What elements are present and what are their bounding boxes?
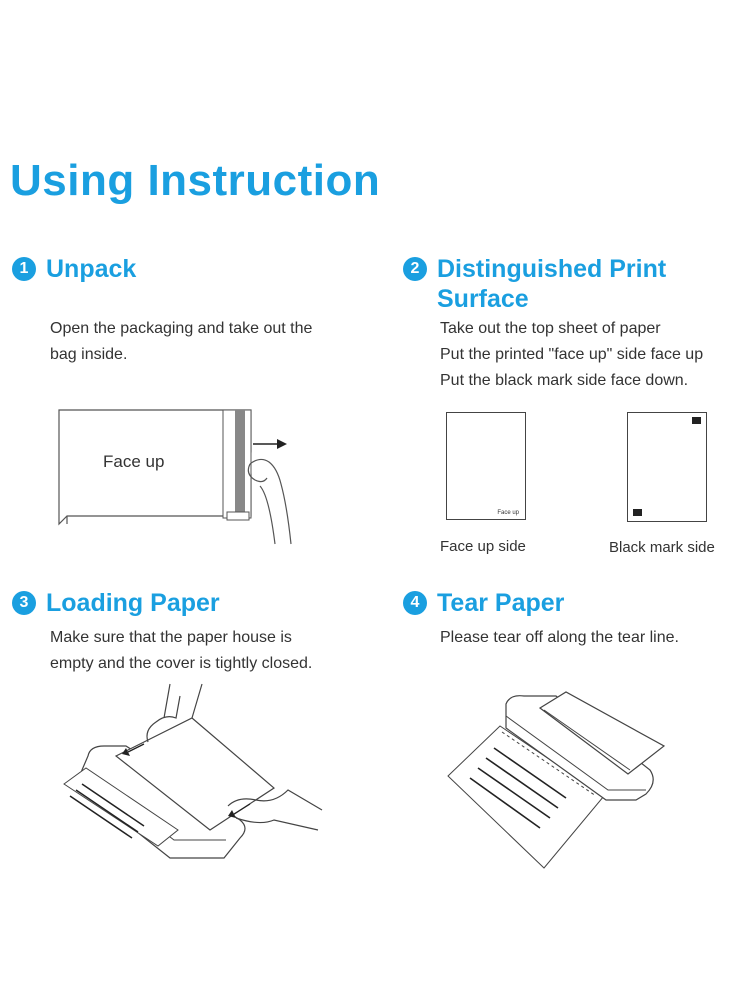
left-hand-icon	[146, 683, 203, 743]
black-mark-sheet	[627, 412, 707, 522]
tear-paper-illustration	[440, 688, 670, 873]
printer-loading-icon	[63, 683, 323, 859]
right-hand-icon	[227, 789, 323, 831]
step-2-line-3: Put the black mark side face down.	[440, 372, 689, 389]
page-title: Using Instruction	[10, 156, 381, 205]
step-1-header: 1 Unpack	[12, 254, 136, 284]
hand-icon	[247, 458, 292, 545]
step-4: 4 Tear Paper	[403, 588, 564, 618]
step-3-number-badge: 3	[12, 591, 36, 615]
printer-tearing-icon	[447, 691, 666, 869]
loading-paper-illustration	[60, 680, 330, 865]
step-2-title-line-1: Distinguished Print	[437, 255, 667, 283]
bag-tear-strip	[235, 410, 245, 518]
step-4-title: Tear Paper	[437, 589, 565, 617]
step-2-line-1: Take out the top sheet of paper	[440, 320, 661, 337]
step-3-description: Make sure that the paper house is empty …	[50, 625, 312, 677]
insert-arrow-icon	[127, 743, 145, 753]
step-3: 3 Loading Paper	[12, 588, 220, 618]
black-mark-side-caption: Black mark side	[609, 539, 715, 556]
tear-line	[501, 731, 597, 797]
step-4-header: 4 Tear Paper	[403, 588, 564, 618]
step-2-line-2: Put the printed "face up" side face up	[440, 346, 704, 363]
step-2-title: Distinguished Print Surface	[437, 254, 666, 314]
output-paper-shape	[63, 767, 179, 847]
unpack-illustration: Face up	[55, 404, 295, 554]
step-1-description: Open the packaging and take out the bag …	[50, 316, 312, 368]
step-4-line-1: Please tear off along the tear line.	[440, 629, 679, 646]
step-4-description: Please tear off along the tear line.	[440, 625, 679, 651]
face-up-side-caption: Face up side	[440, 538, 526, 555]
printer-body-shape	[505, 695, 654, 801]
paper-bag-icon	[58, 409, 292, 545]
face-up-sheet: Face up	[446, 412, 526, 520]
step-2-number-badge: 2	[403, 257, 427, 281]
face-up-sheet-label: Face up	[497, 510, 519, 516]
step-1-line-1: Open the packaging and take out the	[50, 320, 313, 337]
step-2-description: Take out the top sheet of paper Put the …	[440, 316, 703, 394]
step-4-number-badge: 4	[403, 591, 427, 615]
black-mark-top	[692, 417, 701, 424]
step-2-title-line-2: Surface	[437, 285, 529, 313]
step-1-title: Unpack	[46, 255, 137, 283]
bag-face-up-label: Face up	[103, 452, 165, 471]
black-mark-bottom	[633, 509, 642, 516]
step-3-line-2: empty and the cover is tightly closed.	[50, 655, 313, 672]
step-3-header: 3 Loading Paper	[12, 588, 220, 618]
step-1-number-badge: 1	[12, 257, 36, 281]
step-2-header: 2 Distinguished Print Surface	[403, 254, 666, 314]
step-3-title: Loading Paper	[46, 589, 220, 617]
step-2: 2 Distinguished Print Surface	[403, 254, 666, 314]
torn-sheet-shape	[538, 691, 666, 775]
step-1: 1 Unpack	[12, 254, 136, 284]
step-1-line-2: bag inside.	[50, 346, 128, 363]
step-3-line-1: Make sure that the paper house is	[50, 629, 292, 646]
